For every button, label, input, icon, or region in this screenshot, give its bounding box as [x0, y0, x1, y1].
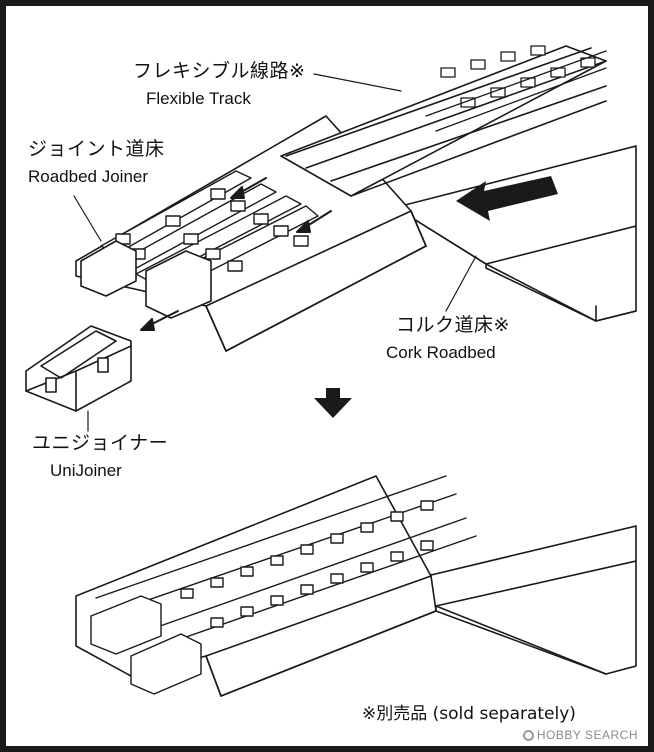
flexible-track-label-en: Flexible Track [146, 89, 251, 108]
flexible-track-label-jp: フレキシブル線路※ [133, 60, 306, 82]
roadbed-joiner-label-en: Roadbed Joiner [28, 167, 149, 186]
hobby-search-logo-icon [522, 730, 534, 741]
insert-arrows [140, 177, 332, 331]
cork-roadbed-drawing [400, 145, 637, 322]
leader-lines [73, 73, 477, 432]
unijoiner-drawing [25, 325, 132, 412]
push-arrow-icon [456, 176, 558, 221]
assembly-illustration [25, 45, 637, 697]
unijoiner-label-jp: ユニジョイナー [32, 432, 169, 454]
unijoiner-label-en: UniJoiner [50, 461, 122, 480]
roadbed-joiner-label-jp: ジョイント道床 [28, 138, 165, 160]
cork-roadbed-label-en: Cork Roadbed [386, 343, 496, 362]
cork-roadbed-label-jp: コルク道床※ [396, 314, 510, 336]
down-arrow-icon [314, 388, 352, 418]
watermark: HOBBY SEARCH [522, 728, 638, 742]
flexible-track-drawing [280, 45, 607, 197]
watermark-text: HOBBY SEARCH [536, 728, 638, 742]
assembled-track [90, 475, 477, 695]
sold-separately-note: ※別売品 (sold separately) [362, 704, 576, 724]
